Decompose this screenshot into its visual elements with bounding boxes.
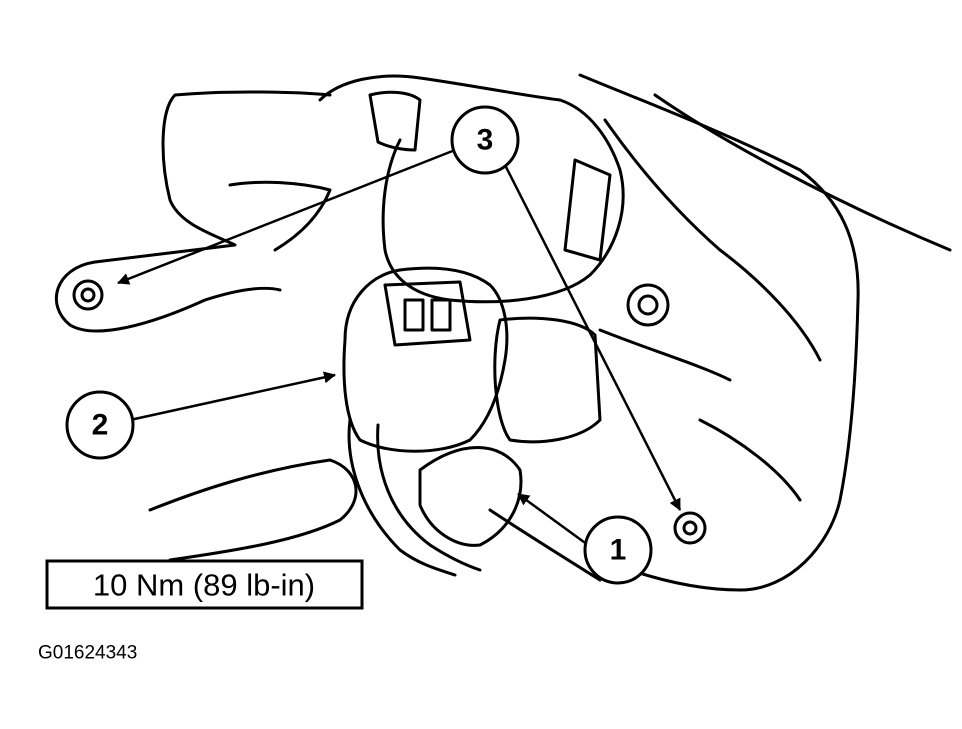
callout-3-leader-a xyxy=(117,148,456,285)
lower-bolt xyxy=(673,511,707,545)
callout-1-leader xyxy=(517,492,589,547)
figure-id: G01624343 xyxy=(38,643,137,664)
mounting-bracket xyxy=(54,90,332,333)
callout-3-circle xyxy=(450,105,520,175)
torque-spec-box: 10 Nm (89 lb-in) xyxy=(45,559,364,610)
sensor-collar xyxy=(368,90,422,152)
engine-housing-edge xyxy=(653,93,952,252)
callout-1-label: 1 xyxy=(610,534,627,567)
callout-1-circle xyxy=(583,515,653,585)
wire-1 xyxy=(347,418,457,577)
sensor-lower-body xyxy=(493,316,602,444)
callout-2-circle xyxy=(65,390,135,460)
housing-flange xyxy=(603,118,822,362)
electrical-connector xyxy=(342,266,509,453)
housing-rib xyxy=(598,328,802,502)
wire-2 xyxy=(376,423,482,572)
sensor-slot xyxy=(563,158,612,262)
callout-2-label: 2 xyxy=(92,409,109,442)
housing-bolt xyxy=(626,283,670,327)
callout-3-label: 3 xyxy=(477,124,494,157)
callout-2-leader xyxy=(129,371,336,422)
wire-lead xyxy=(488,508,602,582)
sensor-body-upper xyxy=(318,74,625,304)
bracket-bolt xyxy=(72,279,104,311)
torque-spec: 10 Nm (89 lb-in) xyxy=(93,568,315,603)
connector-latch xyxy=(383,280,472,347)
connector-terminal-1 xyxy=(403,298,425,332)
bracket-cutout xyxy=(228,180,332,252)
engine-housing xyxy=(578,73,860,592)
connector-terminal-2 xyxy=(430,298,452,332)
callout-3-leader-b xyxy=(503,164,682,511)
lower-hose xyxy=(148,458,358,562)
wire-sleeve xyxy=(418,446,523,547)
